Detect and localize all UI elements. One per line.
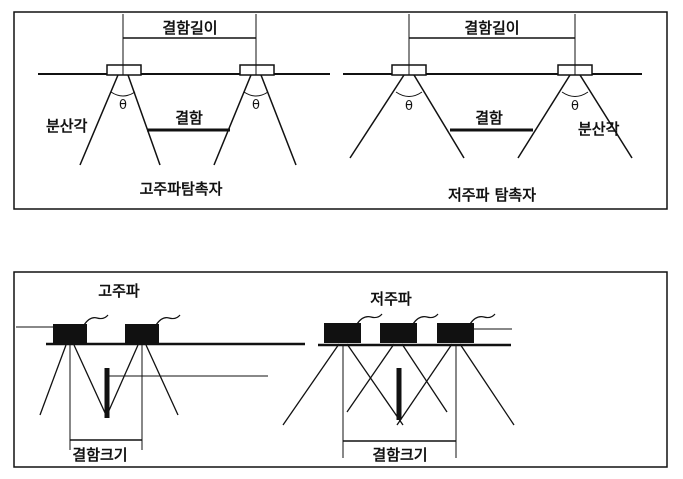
- probe-left: [106, 64, 142, 76]
- beam-right-a: [213, 74, 252, 166]
- defect-length-label: 결함길이: [464, 19, 519, 37]
- theta-left: θ: [405, 99, 413, 114]
- title-high-frequency: 고주파: [98, 282, 140, 300]
- beam-left-b: [73, 344, 107, 416]
- probe-cable-left: [356, 313, 383, 325]
- beam-left-a: [39, 344, 67, 416]
- beam-right-b: [145, 344, 179, 416]
- theta-left: θ: [119, 98, 127, 113]
- spread-angle-label: 분산각: [578, 120, 620, 138]
- beam-left-b: [127, 74, 161, 166]
- beam-left-b: [346, 343, 404, 426]
- top-right-diagram: 결함길이 θ θ 결함 분산각 저주파 탐촉자: [343, 14, 642, 204]
- beam-right-a: [106, 344, 139, 416]
- theta-right: θ: [252, 98, 260, 113]
- beam-right-b: [579, 74, 633, 159]
- probe-left: [53, 324, 87, 343]
- title-low-frequency: 저주파: [370, 290, 412, 308]
- angle-arc-left: [395, 91, 423, 97]
- top-panel-frame: [13, 11, 668, 210]
- beam-right-b: [260, 74, 297, 166]
- bottom-panel-frame: [13, 271, 668, 468]
- probe-right: [125, 324, 159, 343]
- beam-middle-a: [346, 343, 395, 413]
- defect-label: 결함: [175, 109, 203, 127]
- probe-left: [324, 323, 361, 343]
- bottom-right-diagram: 저주파 결함크기: [282, 290, 515, 464]
- probe-cable-right: [155, 314, 181, 326]
- theta-right: θ: [571, 99, 579, 114]
- beam-right-b: [459, 343, 515, 426]
- caption-high-frequency: 고주파탐촉자: [140, 180, 223, 198]
- caption-low-frequency: 저주파 탐촉자: [448, 186, 536, 204]
- probe-right: [239, 64, 275, 76]
- beam-left-a: [79, 74, 119, 166]
- probe-cable-right: [469, 313, 496, 325]
- bottom-left-diagram: 고주파 결함크기: [16, 282, 305, 464]
- probe-middle: [380, 323, 417, 343]
- probe-cable-middle: [412, 313, 439, 325]
- beam-right-a: [396, 343, 453, 426]
- spread-angle-label: 분산각: [46, 117, 88, 135]
- beam-left-a: [282, 343, 340, 426]
- beam-right-a: [517, 74, 571, 159]
- defect-length-label: 결함길이: [162, 19, 217, 37]
- beam-left-b: [413, 74, 465, 159]
- angle-arc-right: [243, 91, 269, 97]
- defect-size-label: 결함크기: [372, 446, 427, 464]
- beam-left-a: [349, 74, 405, 159]
- probe-cable-left: [83, 314, 109, 326]
- angle-arc-right: [561, 91, 589, 97]
- defect-size-label: 결함크기: [72, 446, 127, 464]
- angle-arc-left: [110, 91, 136, 97]
- defect-label: 결함: [475, 109, 503, 127]
- beam-middle-b: [401, 343, 448, 413]
- probe-right: [437, 323, 474, 343]
- top-left-diagram: 결함길이 θ θ 결함 분산각 고주파탐촉자: [38, 14, 330, 198]
